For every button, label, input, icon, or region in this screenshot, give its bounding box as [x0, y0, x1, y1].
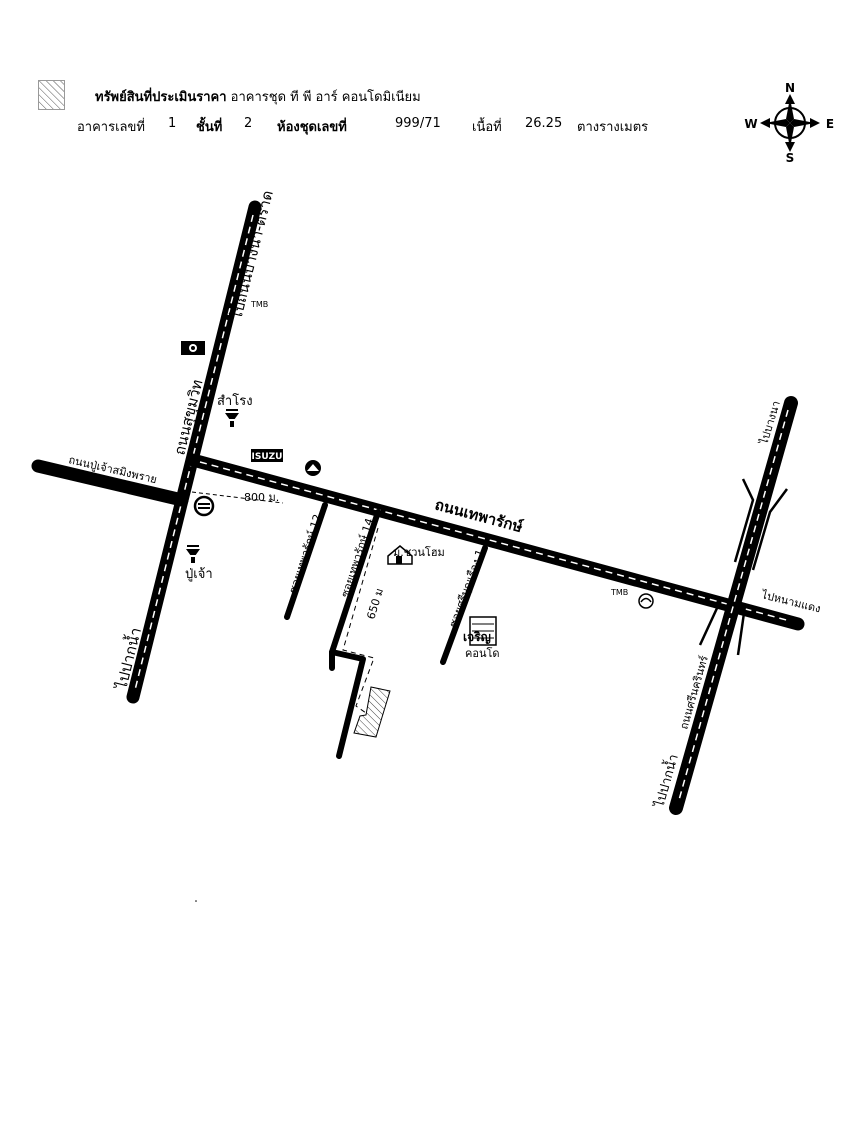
floor-no: 2 — [244, 116, 253, 131]
compass-rose: N S W E — [744, 81, 834, 165]
building-no: 1 — [168, 116, 177, 131]
condo-building-icon — [469, 616, 497, 646]
landmark-isuzu: ISUZU — [252, 452, 283, 462]
distance-650: 650 ม — [364, 587, 386, 621]
building-no-label: อาคารเลขที่ — [77, 120, 145, 135]
landmark-condo-name: เจริญ — [463, 630, 491, 644]
road-pu-chao — [31, 459, 189, 507]
road-srinakarin — [669, 396, 798, 815]
unit-no: 999/71 — [395, 116, 441, 131]
compass-n: N — [785, 81, 795, 95]
bts-samrong-icon — [225, 409, 239, 427]
landmark-home: ม.ชวนโฮม — [393, 545, 445, 559]
home-village-icon — [387, 545, 413, 565]
label-soi-12: ซอยเทพารักษ์ 12 — [286, 513, 324, 595]
floor-label: ชั้นที่ — [196, 120, 223, 135]
bts-pu-chao-icon — [186, 545, 200, 563]
property-parcel — [353, 686, 391, 738]
area-value: 26.25 — [525, 116, 563, 131]
landmark-samrong: สำโรง — [217, 393, 253, 409]
compass-e: E — [826, 117, 834, 131]
road-sukhumvit — [126, 200, 262, 704]
bank-right-icon — [638, 593, 654, 609]
legend-label-bold: ทรัพย์สินที่ประเมินราคา — [95, 90, 227, 105]
distance-800: 800 ม. — [244, 491, 279, 504]
landmark-tmb-right: TMB — [610, 588, 628, 597]
area-unit: ตางรางเมตร — [577, 120, 649, 135]
landmark-tmb-top: TMB — [250, 300, 268, 309]
landmark-condo-label: คอนโด — [465, 646, 500, 660]
route-path — [342, 527, 379, 714]
compass-w: W — [744, 117, 757, 131]
unit-label: ห้องชุดเลขที่ — [277, 120, 347, 135]
road-thepharak — [186, 453, 805, 631]
label-soi-14: ซอยเทพารักษ์ 14 — [338, 517, 376, 599]
road-soi-14 — [329, 509, 381, 759]
stray-dot — [195, 900, 197, 902]
area-label: เนื้อที่ — [472, 120, 502, 135]
landmark-pu-chao-station: ปู่เจ้า — [185, 567, 213, 582]
fuel-station-icon — [305, 460, 321, 476]
legend-hatch-swatch — [38, 80, 65, 110]
legend-label: ทรัพย์สินที่ประเมินราคา อาคารชุด ที พี อ… — [95, 86, 421, 107]
compass-s: S — [786, 151, 795, 165]
camera-shop-icon — [181, 341, 205, 355]
road-soi-12 — [284, 502, 328, 620]
legend-label-rest: อาคารชุด ที พี อาร์ คอนโดมิเนียม — [230, 90, 421, 105]
road-soi-siboonruang — [440, 545, 488, 665]
isuzu-logo: ISUZU — [251, 449, 283, 462]
bank-icon — [193, 495, 215, 517]
